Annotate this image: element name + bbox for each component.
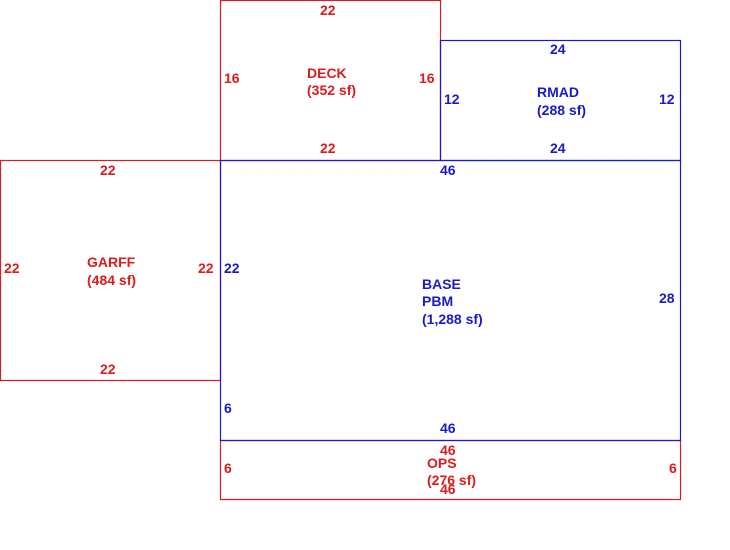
garff-dim-bottom: 22	[100, 361, 116, 377]
deck-name: DECK	[307, 65, 347, 81]
base-dim-left-upper: 22	[224, 260, 240, 276]
rmad-name: RMAD	[537, 84, 579, 100]
rmad-dim-right: 12	[659, 91, 675, 107]
rmad-dim-left: 12	[444, 91, 460, 107]
ops-dim-right: 6	[669, 460, 677, 476]
base-size: (1,288 sf)	[422, 311, 483, 327]
base-dim-left-lower: 6	[224, 400, 232, 416]
base-name-line1: BASE	[422, 276, 461, 292]
garff-size: (484 sf)	[87, 272, 136, 288]
rmad-dim-top: 24	[550, 41, 566, 57]
deck-dim-right: 16	[419, 70, 435, 86]
deck-size: (352 sf)	[307, 82, 356, 98]
garff-dim-right: 22	[198, 260, 214, 276]
ops-dim-bottom: 46	[440, 481, 456, 497]
garff-dim-left: 22	[4, 260, 20, 276]
garff-outline[interactable]	[0, 159, 222, 382]
rmad-size: (288 sf)	[537, 102, 586, 118]
base-name-line2: PBM	[422, 293, 453, 309]
garff-name: GARFF	[87, 254, 136, 270]
ops-size: (276 sf)	[427, 472, 476, 488]
ops-dim-top: 46	[440, 442, 456, 458]
base-dim-right: 28	[659, 290, 675, 306]
deck-dim-top: 22	[320, 2, 336, 18]
base-outline[interactable]	[219, 159, 682, 442]
deck-dim-left: 16	[224, 70, 240, 86]
ops-name: OPS	[427, 455, 457, 471]
ops-dim-left: 6	[224, 460, 232, 476]
base-dim-bottom: 46	[440, 420, 456, 436]
deck-dim-bottom: 22	[320, 140, 336, 156]
garff-dim-top: 22	[100, 162, 116, 178]
rmad-dim-bottom: 24	[550, 140, 566, 156]
base-dim-top: 46	[440, 162, 456, 178]
